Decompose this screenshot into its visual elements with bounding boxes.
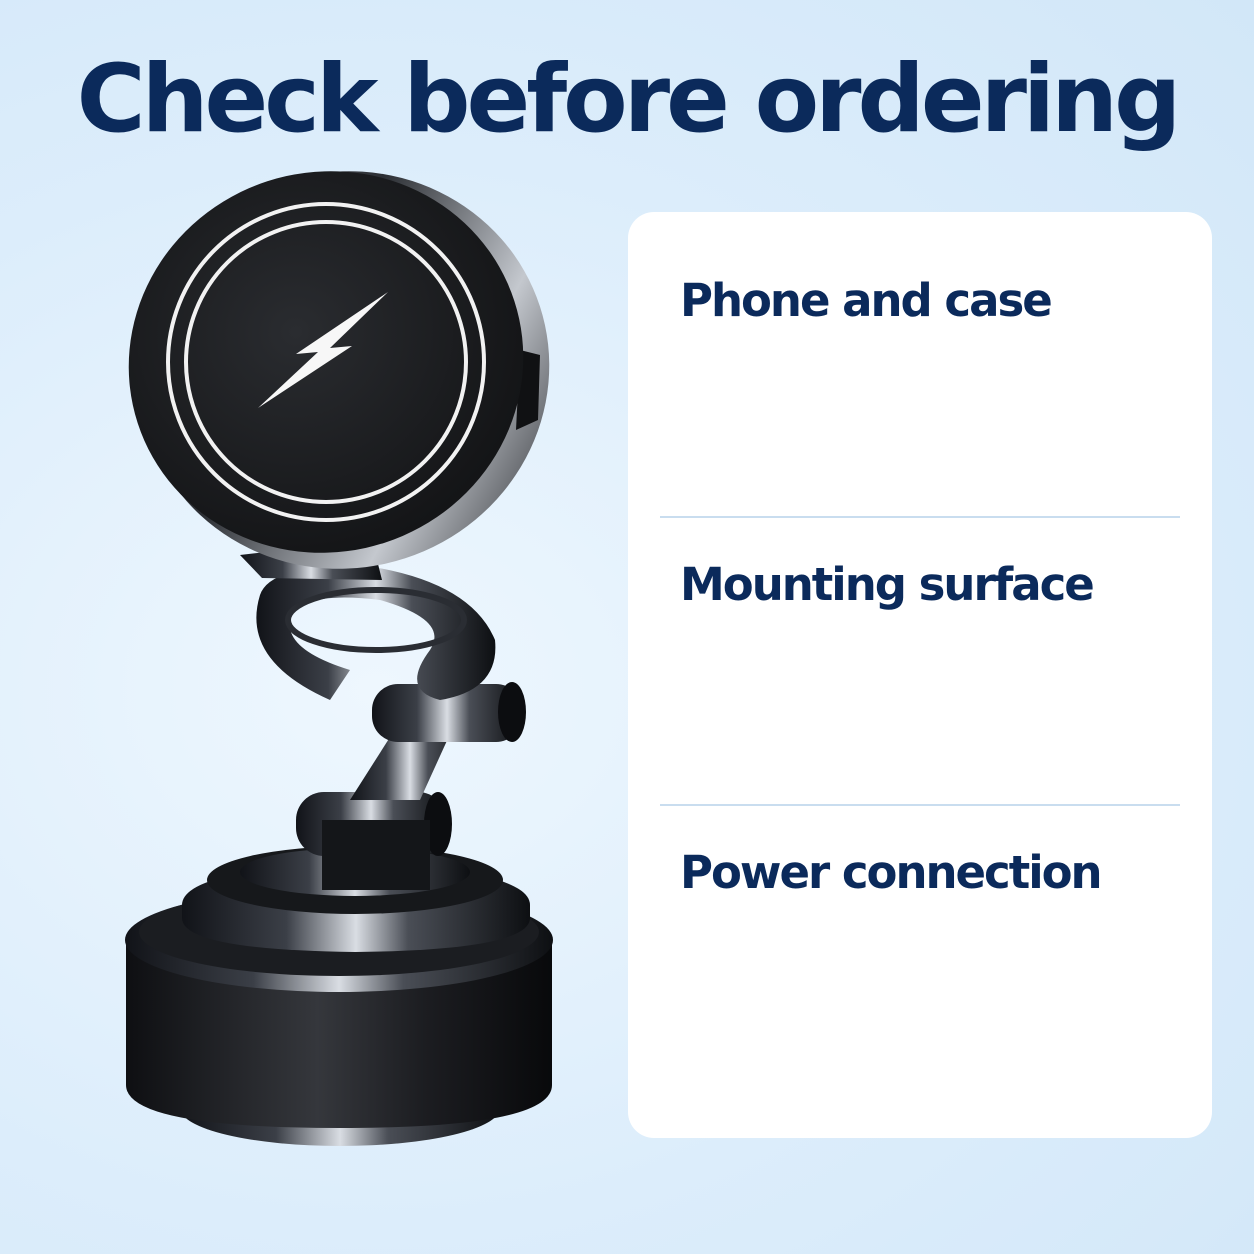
checklist-item-mounting-surface: Mounting surface — [680, 558, 1095, 611]
checklist-item-power-connection: Power connection — [680, 846, 1103, 899]
checklist-divider — [660, 516, 1180, 518]
checklist-divider — [660, 804, 1180, 806]
outer-ring-line — [166, 202, 486, 522]
charger-face — [128, 171, 524, 553]
inner-ring-line — [184, 220, 468, 504]
page-title: Check before ordering — [76, 45, 1182, 154]
upper-hinge — [372, 684, 522, 742]
magnetic-car-mount-image — [125, 171, 553, 1146]
upper-hinge-cap — [498, 682, 526, 742]
checklist-item-phone-and-case: Phone and case — [680, 274, 1053, 327]
leather-base — [126, 940, 552, 1128]
hinge-block — [322, 820, 430, 890]
lightning-bolt-icon — [258, 292, 388, 408]
checklist-card: Phone and case Mounting surface Power co… — [628, 212, 1212, 1138]
lower-hinge-cap — [424, 792, 452, 856]
ring-opening — [285, 587, 467, 653]
